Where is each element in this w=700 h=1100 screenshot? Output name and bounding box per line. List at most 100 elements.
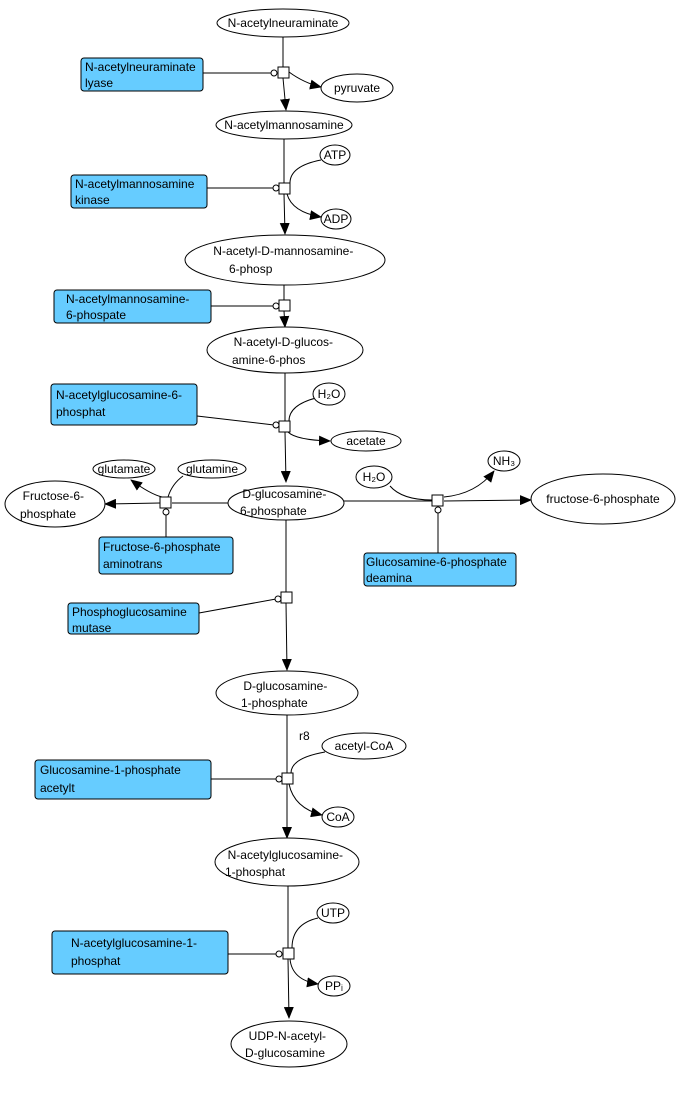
enzyme-box xyxy=(98,536,234,575)
node-shape xyxy=(184,234,386,286)
enzyme-label-line: Fructose-6-phosphate xyxy=(103,540,221,554)
enzyme-fructose-6-phosphate-aminotrans[interactable]: Fructose-6-phosphate aminotrans xyxy=(98,536,234,575)
reaction-node-deamina[interactable] xyxy=(431,494,444,507)
reaction-node-lyase[interactable] xyxy=(277,66,290,79)
enzyme-label: Glucosamine-6-phosphate deamina xyxy=(366,555,510,585)
node-shape xyxy=(321,732,407,760)
enzyme-n-acetylmannosamine-kinase[interactable]: N-acetylmannosamine kinase xyxy=(70,174,208,209)
reaction-node-acetylt[interactable] xyxy=(281,772,294,785)
node-label: CoA xyxy=(326,810,349,824)
node-label-line: N-acetylmannosamine xyxy=(224,118,344,132)
modifier-marker-deamina xyxy=(434,506,442,514)
node-d-glucosamine-6-phosphate[interactable]: D-glucosamine- 6-phosphate xyxy=(227,485,345,521)
reaction-node-aminotrans[interactable] xyxy=(159,496,172,509)
node-label-line: NH₃ xyxy=(493,454,515,468)
reaction-node-kinase[interactable] xyxy=(278,182,291,195)
node-n-acetyl-d-glucos-amine-6-phos[interactable]: N-acetyl-D-glucos- amine-6-phos xyxy=(206,326,364,374)
enzyme-box xyxy=(50,383,198,426)
node-fructose-6-phosphate-left[interactable]: Fructose-6- phosphate xyxy=(4,480,106,528)
node-n-acetylmannosamine[interactable]: N-acetylmannosamine xyxy=(215,110,353,140)
enzyme-label-line: N-acetylglucosamine-1- xyxy=(71,936,197,950)
enzyme-box xyxy=(67,602,200,635)
node-udp-n-acetyl-d-glucosamine[interactable]: UDP-N-acetyl- D-glucosamine xyxy=(230,1020,348,1068)
node-glutamine[interactable]: glutamine xyxy=(177,459,247,479)
enzyme-label-line: phosphat xyxy=(56,405,106,419)
modifier-marker-kinase xyxy=(272,184,280,192)
reaction-node-uridylyl[interactable] xyxy=(282,947,295,960)
node-nh3[interactable]: NH₃ xyxy=(487,450,521,472)
node-glutamate[interactable]: glutamate xyxy=(92,459,156,479)
enzyme-label: N-acetylglucosamine-6- phosphat xyxy=(56,388,185,419)
metabolite-nodes: N-acetylneuraminate pyruvate N-acetylman… xyxy=(4,8,676,1068)
reaction-node-epimerase[interactable] xyxy=(278,299,291,312)
node-shape xyxy=(215,110,353,140)
node-h2o-b[interactable]: H₂O xyxy=(355,465,393,489)
enzyme-label: Glucosamine-1-phosphate acetylt xyxy=(40,763,184,795)
edge-atp-rx2 xyxy=(289,159,322,184)
node-shape xyxy=(319,144,351,166)
node-n-acetylneuraminate[interactable]: N-acetylneuraminate xyxy=(216,8,350,38)
enzyme-n-acetylglucosamine-6-phosphat[interactable]: N-acetylglucosamine-6- phosphat xyxy=(50,383,198,426)
modifier-marker-mutase xyxy=(274,595,282,603)
node-utp[interactable]: UTP xyxy=(316,902,350,924)
node-label-line: D-glucosamine- xyxy=(243,679,327,693)
node-acetate[interactable]: acetate xyxy=(330,430,402,452)
enzyme-label: Phosphoglucosamine mutase xyxy=(72,605,190,635)
node-shape xyxy=(330,430,402,452)
enzyme-label-line: aminotrans xyxy=(103,557,162,571)
enzyme-label: N-acetylglucosamine-1- phosphat xyxy=(71,936,200,968)
reaction-node-mutase[interactable] xyxy=(280,591,293,604)
reaction-nodes xyxy=(159,66,444,960)
reaction-node-deacetylase[interactable] xyxy=(278,420,291,433)
node-shape xyxy=(321,806,355,828)
enzyme-label-line: deamina xyxy=(366,571,412,585)
arrow-rx5-glutamate xyxy=(130,479,163,498)
node-shape xyxy=(230,1020,348,1068)
enzyme-phosphoglucosamine-mutase[interactable]: Phosphoglucosamine mutase xyxy=(67,602,200,635)
node-label: N-acetyl-D-mannosamine- 6-phosp xyxy=(213,244,356,276)
enzyme-box xyxy=(53,289,212,324)
node-acetyl-coa[interactable]: acetyl-CoA xyxy=(321,732,407,760)
node-n-acetyl-d-mannosamine-6-phosp[interactable]: N-acetyl-D-mannosamine- 6-phosp xyxy=(184,234,386,286)
node-atp[interactable]: ATP xyxy=(319,144,351,166)
enzyme-n-acetylneuraminate-lyase[interactable]: N-acetylneuraminate lyase xyxy=(80,57,204,92)
enzyme-label-line: Glucosamine-6-phosphate xyxy=(366,555,507,569)
node-h2o-a[interactable]: H₂O xyxy=(312,382,346,406)
node-label-line: 6-phosphate xyxy=(240,504,307,518)
node-label: pyruvate xyxy=(334,81,380,95)
node-label-line: PPᵢ xyxy=(325,979,343,993)
arrow-rx7-glcn1p xyxy=(281,602,292,671)
node-shape xyxy=(177,459,247,479)
node-ppi[interactable]: PPᵢ xyxy=(317,975,351,997)
node-label: NH₃ xyxy=(493,454,515,468)
node-fructose-6-phosphate-right[interactable]: fructose-6-phosphate xyxy=(530,473,676,525)
node-label-line: H₂O xyxy=(318,387,341,401)
enzyme-box xyxy=(34,759,212,800)
node-label-line: 1-phosphate xyxy=(241,696,308,710)
enzyme-n-acetylglucosamine-1-phosphat[interactable]: N-acetylglucosamine-1- phosphat xyxy=(51,930,229,975)
node-label-line: UTP xyxy=(321,906,345,920)
enzyme-glucosamine-6-phosphate-deamina[interactable]: Glucosamine-6-phosphate deamina xyxy=(363,552,517,587)
modifier-marker-lyase xyxy=(270,69,278,77)
enzyme-n-acetylmannosamine-6-phospate[interactable]: N-acetylmannosamine- 6-phospate xyxy=(53,289,212,324)
node-adp[interactable]: ADP xyxy=(320,208,352,230)
node-label: N-acetylmannosamine xyxy=(224,118,344,132)
node-label-line: 1-phosphat xyxy=(225,865,286,879)
modifier-marker-aminotrans xyxy=(162,508,170,516)
node-label-line: glutamine xyxy=(186,462,238,476)
enzyme-label-line: phosphat xyxy=(71,954,121,968)
node-d-glucosamine-1-phosphate[interactable]: D-glucosamine- 1-phosphate xyxy=(215,670,359,716)
node-pyruvate[interactable]: pyruvate xyxy=(320,73,394,103)
node-label: glutamate xyxy=(98,462,151,476)
node-label-line: amine-6-phos xyxy=(232,353,305,367)
node-label: N-acetyl-D-glucos- amine-6-phos xyxy=(232,335,336,367)
node-n-acetylglucosamine-1-phosphat[interactable]: N-acetylglucosamine- 1-phosphat xyxy=(214,837,360,887)
enzyme-label-line: N-acetylmannosamine xyxy=(75,177,195,191)
node-label-line: 6-phosp xyxy=(229,262,273,276)
node-label: D-glucosamine- 6-phosphate xyxy=(240,487,330,518)
node-shape xyxy=(320,73,394,103)
node-coa[interactable]: CoA xyxy=(321,806,355,828)
enzyme-glucosamine-1-phosphate-acetylt[interactable]: Glucosamine-1-phosphate acetylt xyxy=(34,759,212,800)
node-label-line: phosphate xyxy=(20,507,76,521)
node-shape xyxy=(312,382,346,406)
